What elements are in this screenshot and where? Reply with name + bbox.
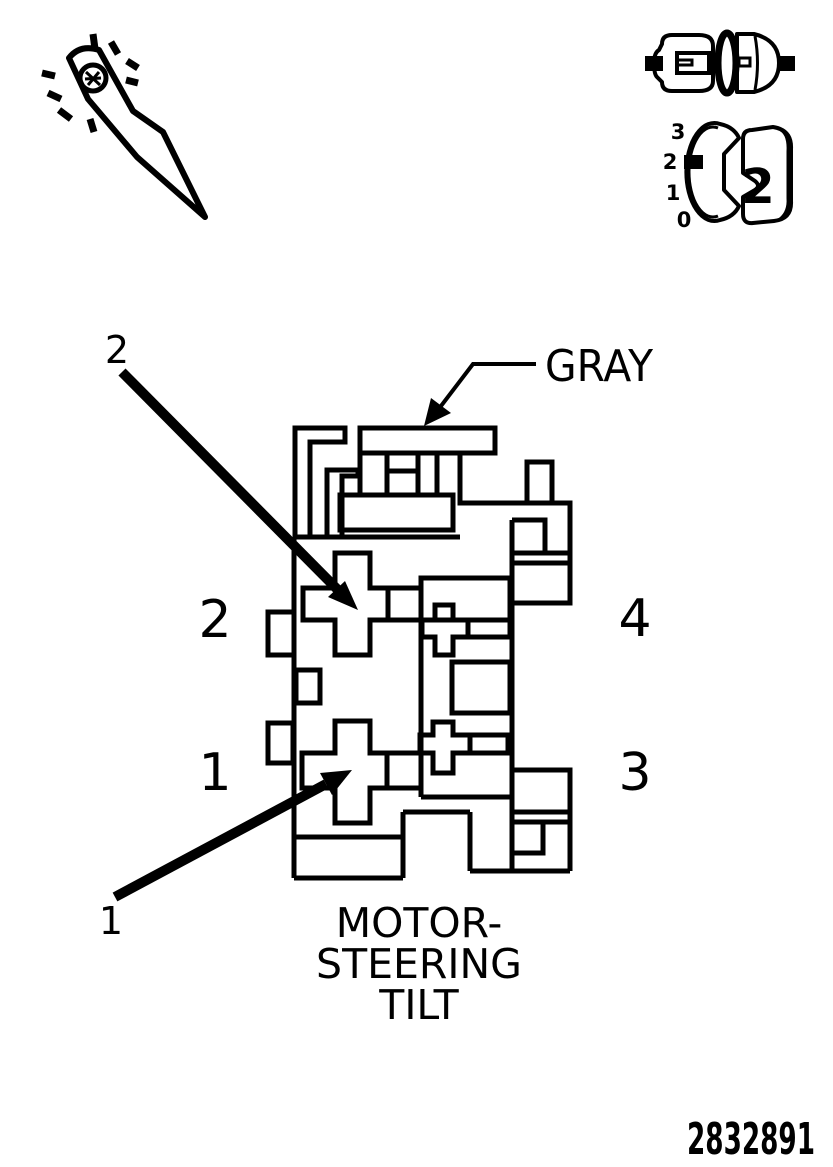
leader-1-arrowhead bbox=[320, 770, 352, 795]
top-right-tab bbox=[524, 459, 555, 506]
leader-2-callout: 2 bbox=[105, 328, 358, 610]
seal-ring bbox=[714, 29, 740, 97]
connector-name-line1: MOTOR- bbox=[336, 899, 503, 947]
latch-group bbox=[292, 425, 573, 606]
part-number: 2832891 bbox=[687, 1114, 815, 1165]
leader-1-arrow-line bbox=[112, 779, 329, 902]
middle-rect-cavity bbox=[449, 659, 513, 716]
left-tab-lower bbox=[265, 720, 296, 766]
gray-leader-line bbox=[439, 362, 536, 408]
pin2-cavity bbox=[300, 550, 424, 658]
pin-3-label: 3 bbox=[618, 743, 651, 803]
screw-head bbox=[77, 62, 109, 94]
test-probe-icon bbox=[41, 33, 208, 220]
connector-half-right-ridge bbox=[753, 35, 759, 91]
connector-name-line3: TILT bbox=[378, 981, 459, 1029]
connector-face-diagram bbox=[265, 425, 573, 881]
connector-name: MOTOR- STEERING TILT bbox=[316, 899, 522, 1029]
terminal-count-gauge-icon: 3 2 1 0 2 bbox=[663, 120, 794, 232]
latch-post-right bbox=[415, 450, 440, 498]
pin3-inner-square bbox=[512, 822, 546, 856]
center-cavities bbox=[417, 575, 513, 800]
gray-label: GRAY bbox=[545, 341, 653, 392]
wire-stub-right bbox=[779, 56, 795, 71]
pin-2-label: 2 bbox=[198, 590, 231, 650]
left-tab-upper bbox=[265, 609, 297, 658]
connector-pair-icon bbox=[645, 29, 795, 97]
latch-window bbox=[337, 492, 456, 533]
connector-half-left bbox=[652, 33, 715, 93]
pin3-cavity-block bbox=[470, 767, 573, 874]
gauge-tick-1: 1 bbox=[666, 181, 681, 205]
gray-arrowhead bbox=[424, 398, 451, 426]
body-outline bbox=[265, 537, 473, 881]
leader-2-arrow-line bbox=[118, 368, 341, 593]
latch-post-left bbox=[357, 450, 390, 498]
gray-callout: GRAY bbox=[424, 341, 653, 426]
gauge-block bbox=[741, 125, 794, 226]
latch-bracket-outer bbox=[292, 425, 348, 537]
gauge-tick-3: 3 bbox=[671, 120, 686, 144]
upper-cross-cavity bbox=[419, 602, 471, 658]
gauge-tick-2: 2 bbox=[663, 150, 678, 174]
leader-2-label: 2 bbox=[105, 328, 129, 372]
pin-4-label: 4 bbox=[618, 589, 651, 649]
latch-right-step bbox=[457, 453, 573, 606]
gauge-value: 2 bbox=[741, 159, 774, 215]
pin4-inner-square bbox=[512, 517, 548, 553]
left-inset-cavity bbox=[293, 667, 323, 706]
latch-top-bar bbox=[357, 425, 498, 456]
terminal-slot-tongue bbox=[677, 58, 694, 67]
terminal-slot bbox=[675, 51, 711, 75]
gauge-block-depth-edge bbox=[779, 128, 790, 221]
gauge-tick-0: 0 bbox=[677, 208, 692, 232]
pin-1-label: 1 bbox=[198, 743, 231, 803]
gauge-marker bbox=[684, 155, 703, 169]
gauge-dial bbox=[684, 121, 741, 223]
leader-2-arrowhead bbox=[328, 581, 358, 610]
lock-slot bbox=[737, 56, 752, 68]
lower-cross-cavity bbox=[417, 719, 473, 776]
pin1-cavity bbox=[299, 718, 424, 826]
pin4-cavity-block bbox=[509, 517, 570, 872]
screw-slots bbox=[84, 70, 102, 87]
connector-name-line2: STEERING bbox=[316, 940, 522, 988]
sparkle-dashes bbox=[41, 33, 140, 134]
leader-1-label: 1 bbox=[99, 899, 123, 943]
gauge-dial-rim bbox=[687, 125, 719, 219]
leader-1-callout: 1 bbox=[99, 770, 352, 943]
